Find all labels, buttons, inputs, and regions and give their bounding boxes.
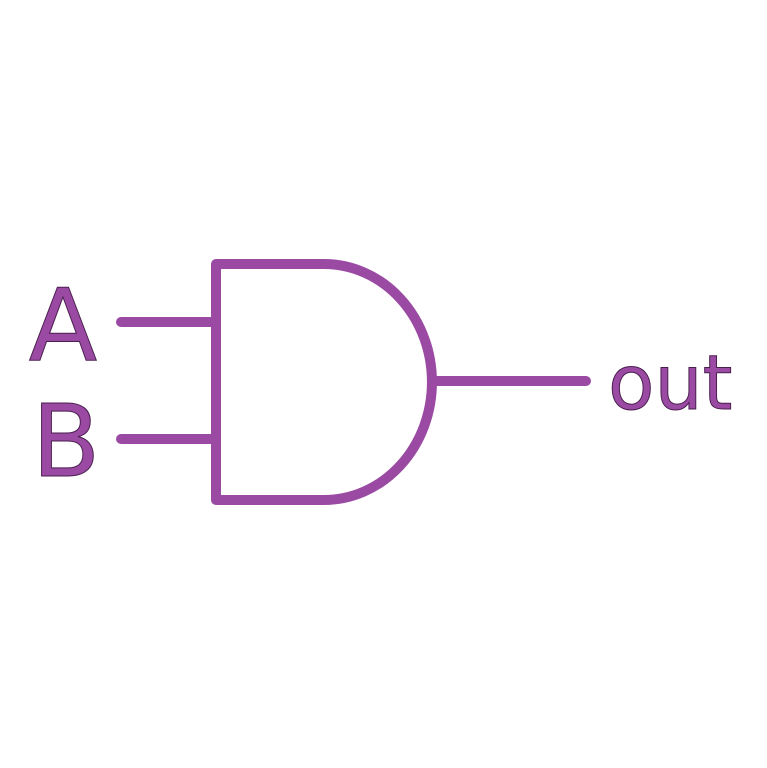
input-label-a: A: [29, 267, 97, 384]
output-label: out: [608, 338, 732, 427]
and-gate-body: [211, 259, 437, 505]
input-label-b: B: [32, 383, 101, 500]
